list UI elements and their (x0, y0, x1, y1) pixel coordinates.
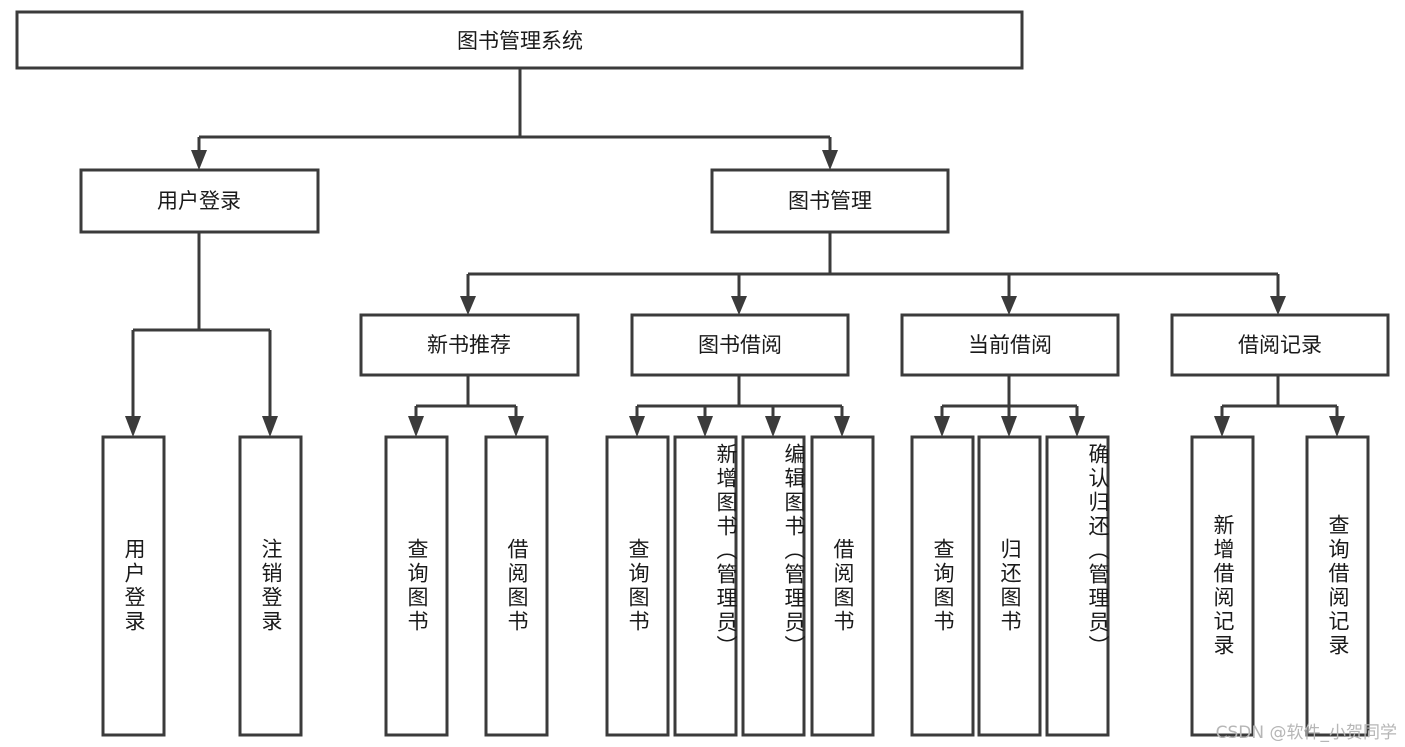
node-root[interactable]: 图书管理系统 (15, 10, 1024, 70)
leaf-boxes-layer (101, 435, 1370, 737)
node-user-login-box[interactable] (79, 168, 320, 234)
node-borrow-record-box[interactable] (1170, 313, 1390, 377)
leaf-box-borrow-book-2[interactable] (810, 435, 875, 737)
arrowhead-leaf-return-book (1001, 416, 1017, 437)
node-book-manage[interactable]: 图书管理 (710, 168, 950, 234)
node-new-book-recommend-label: 新书推荐 (427, 333, 511, 357)
node-current-borrow-label: 当前借阅 (968, 333, 1052, 357)
node-book-borrow-label: 图书借阅 (698, 333, 782, 357)
node-borrow-record[interactable]: 借阅记录 (1170, 313, 1390, 377)
leaf-box-logout[interactable] (238, 435, 303, 737)
arrowhead-leaf-borrow-book-1 (508, 416, 524, 437)
arrowhead-leaf-add-book (697, 416, 713, 437)
node-current-borrow[interactable]: 当前借阅 (900, 313, 1120, 377)
leaf-box-query-book-1[interactable] (384, 435, 449, 737)
arrowhead-leaf-user-login (125, 416, 141, 437)
leaf-box-add-record[interactable] (1190, 435, 1255, 737)
arrowhead-current-borrow (1001, 296, 1017, 315)
connectors-layer (125, 68, 1345, 437)
arrowhead-book-borrow (731, 296, 747, 315)
arrowhead-borrow-record (1270, 296, 1286, 315)
node-borrow-record-label: 借阅记录 (1238, 333, 1322, 357)
leaf-box-return-book[interactable] (977, 435, 1042, 737)
leaf-box-user-login[interactable] (101, 435, 166, 737)
node-user-login-label: 用户登录 (157, 189, 241, 213)
leaf-box-query-book-3[interactable] (910, 435, 975, 737)
node-book-borrow[interactable]: 图书借阅 (630, 313, 850, 377)
arrowhead-leaf-edit-book (765, 416, 781, 437)
node-root-label: 图书管理系统 (457, 29, 583, 53)
leaf-box-confirm-return[interactable] (1045, 435, 1110, 737)
node-root-box[interactable] (15, 10, 1024, 70)
arrowhead-user-login (191, 150, 207, 170)
leaf-box-query-book-2[interactable] (605, 435, 670, 737)
leaf-box-edit-book[interactable] (741, 435, 806, 737)
leaf-box-query-record[interactable] (1305, 435, 1370, 737)
arrowhead-leaf-logout (262, 416, 278, 437)
node-new-book-recommend[interactable]: 新书推荐 (359, 313, 580, 377)
arrowhead-leaf-query-book-1 (408, 416, 424, 437)
node-book-manage-box[interactable] (710, 168, 950, 234)
leaf-box-add-book[interactable] (673, 435, 738, 737)
arrowhead-leaf-add-record (1214, 416, 1230, 437)
arrowhead-leaf-query-record (1329, 416, 1345, 437)
arrowhead-leaf-borrow-book-2 (834, 416, 850, 437)
leaf-box-borrow-book-1[interactable] (484, 435, 549, 737)
node-current-borrow-box[interactable] (900, 313, 1120, 377)
watermark-text: CSDN @软件_小贺同学 (1215, 723, 1397, 743)
node-user-login[interactable]: 用户登录 (79, 168, 320, 234)
node-book-manage-label: 图书管理 (788, 189, 872, 213)
node-book-borrow-box[interactable] (630, 313, 850, 377)
arrowhead-leaf-query-book-2 (629, 416, 645, 437)
node-new-book-recommend-box[interactable] (359, 313, 580, 377)
arrowhead-book-manage (822, 150, 838, 170)
arrowhead-new-book-recommend (460, 296, 476, 315)
arrowhead-leaf-query-book-3 (934, 416, 950, 437)
arrowhead-leaf-confirm-return (1069, 416, 1085, 437)
